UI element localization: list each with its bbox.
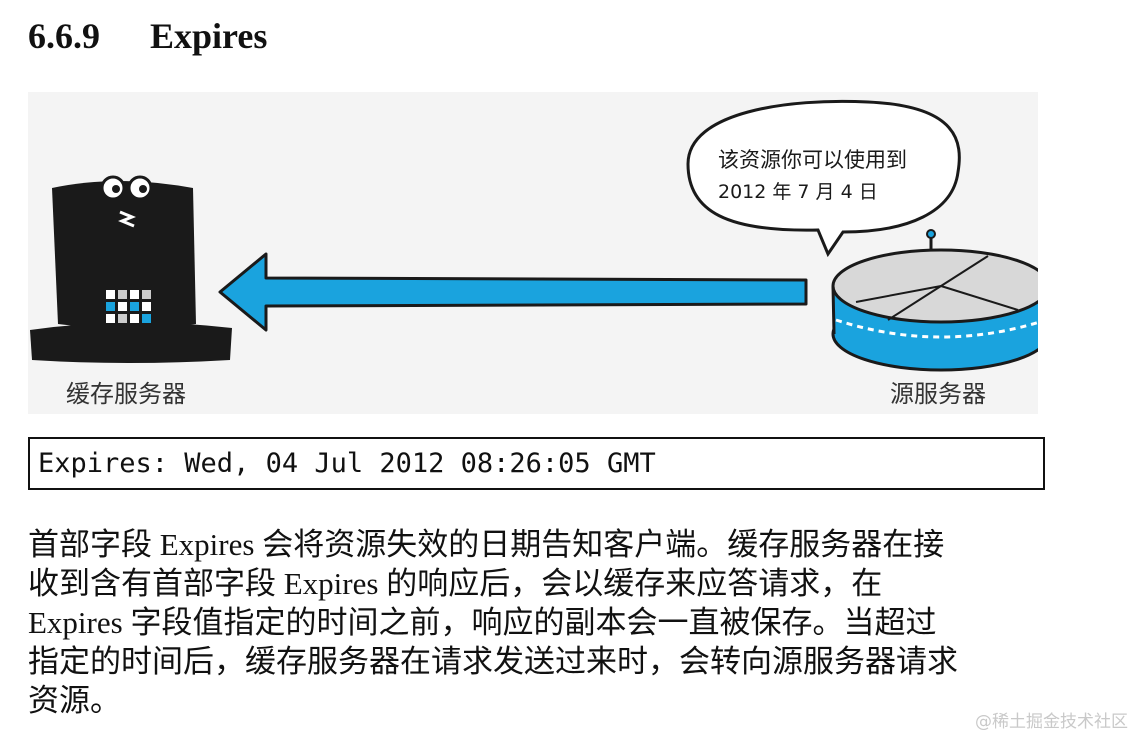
description-paragraph: 首部字段 Expires 会将资源失效的日期告知客户端。缓存服务器在接 收到含有… [28,525,1048,720]
watermark: @稀土掘金技术社区 [975,712,1128,732]
section-heading: 6.6.9 Expires [28,12,267,60]
speech-bubble: 该资源你可以使用到 2012 年 7 月 4 日 [686,99,961,258]
cache-server-icon [30,175,232,363]
speech-line-2: 2012 年 7 月 4 日 [718,181,878,203]
section-number: 6.6.9 [28,16,100,56]
origin-server-label: 源服务器 [890,380,986,408]
paragraph-line: 首部字段 Expires 会将资源失效的日期告知客户端。缓存服务器在接 [28,527,945,562]
expires-illustration: 该资源你可以使用到 2012 年 7 月 4 日 缓存服务器 源服务器 [28,92,1038,414]
expires-header-example: Expires: Wed, 04 Jul 2012 08:26:05 GMT [28,437,1045,490]
paragraph-line: 指定的时间后，缓存服务器在请求发送过来时，会转向源服务器请求 [28,644,958,679]
paragraph-line: 收到含有首部字段 Expires 的响应后，会以缓存来应答请求，在 [28,566,883,601]
cache-grid-icon [106,290,151,323]
section-title: Expires [150,16,268,56]
origin-server-icon [831,229,1038,372]
speech-line-1: 该资源你可以使用到 [718,148,907,172]
illustration-svg: 该资源你可以使用到 2012 年 7 月 4 日 缓存服务器 源服务器 [30,99,1038,408]
cache-server-label: 缓存服务器 [66,380,186,408]
response-arrow [218,252,808,332]
paragraph-line: 资源。 [28,683,121,718]
paragraph-line: Expires 字段值指定的时间之前，响应的副本会一直被保存。当超过 [28,605,937,640]
